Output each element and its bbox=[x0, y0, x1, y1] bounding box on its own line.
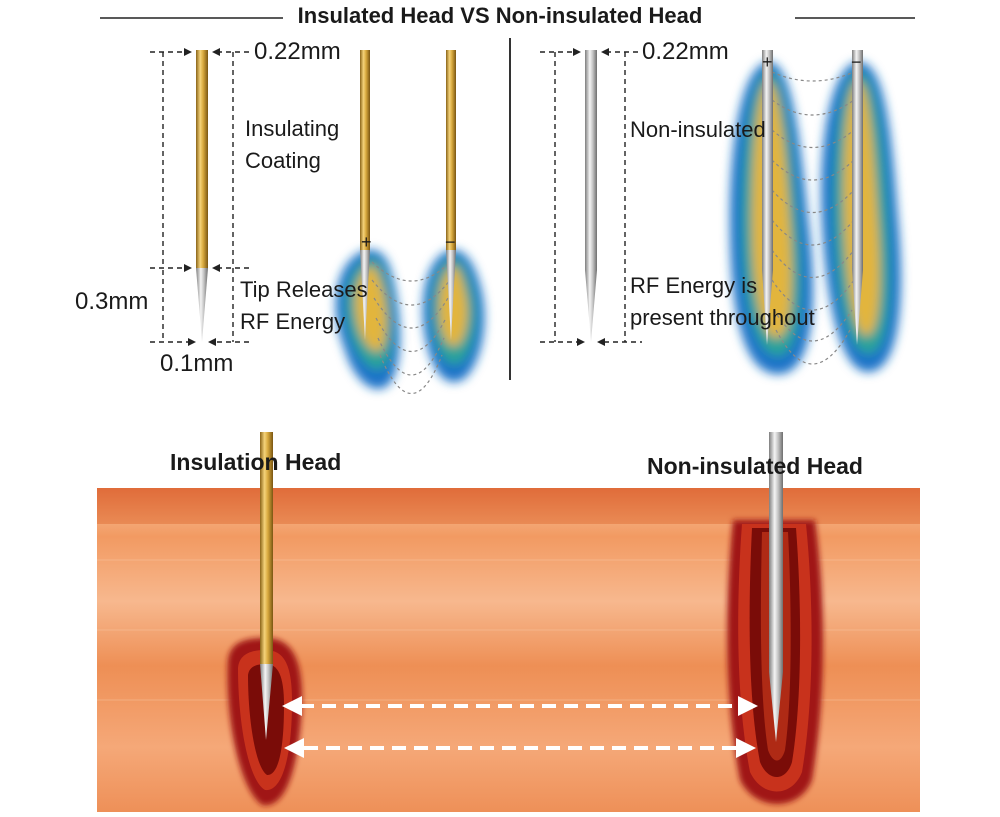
tissue-epidermis bbox=[97, 488, 920, 524]
non-insulated-label: Non-insulated bbox=[630, 117, 766, 142]
insulated-needle-diagram bbox=[196, 50, 208, 342]
tip-diameter-label: 0.1mm bbox=[160, 350, 234, 377]
tissue-non-insulated-needle bbox=[769, 432, 783, 742]
insulated-positive-sign: + bbox=[361, 232, 372, 252]
insulated-electrode-negative bbox=[446, 50, 456, 340]
field-lines-non-insulated bbox=[771, 71, 855, 365]
non-insulated-electrode-positive bbox=[762, 50, 773, 345]
coating-label-line2: Coating bbox=[245, 148, 321, 173]
left-shaft-diameter-label: 0.22mm bbox=[254, 38, 341, 65]
release-label-line1: Tip Releases bbox=[240, 277, 368, 302]
non-insulated-electrode-negative bbox=[852, 50, 863, 345]
non-insulated-positive-sign: + bbox=[762, 52, 773, 72]
non-insulated-needle-diagram bbox=[585, 50, 597, 342]
non-insulated-negative-sign: − bbox=[851, 52, 862, 72]
dimension-lines-right bbox=[540, 51, 642, 343]
insulated-needle-tip bbox=[196, 268, 208, 342]
dimension-arrowheads-right bbox=[573, 48, 609, 346]
non-insulated-head-label: Non-insulated Head bbox=[647, 453, 863, 479]
release-label-line2: RF Energy bbox=[240, 309, 346, 334]
tissue-insulated-needle bbox=[260, 432, 273, 740]
dimension-arrowheads-left bbox=[184, 48, 220, 346]
tip-length-label: 0.3mm bbox=[75, 288, 149, 315]
field-lines-insulated bbox=[371, 261, 451, 395]
insulated-negative-sign: − bbox=[445, 232, 456, 252]
insulated-electrode-positive bbox=[360, 50, 370, 340]
dimension-lines-left bbox=[150, 51, 252, 343]
diagram-title: Insulated Head VS Non-insulated Head bbox=[297, 3, 703, 28]
energy-label-line1: RF Energy is bbox=[630, 273, 758, 298]
right-shaft-diameter-label: 0.22mm bbox=[642, 38, 729, 65]
coating-label-line1: Insulating bbox=[245, 116, 340, 141]
comparison-arrows bbox=[282, 696, 758, 758]
insulated-needle-shaft bbox=[196, 50, 208, 268]
insulation-head-label: Insulation Head bbox=[170, 449, 342, 475]
energy-label-line2: present throughout bbox=[630, 305, 815, 330]
